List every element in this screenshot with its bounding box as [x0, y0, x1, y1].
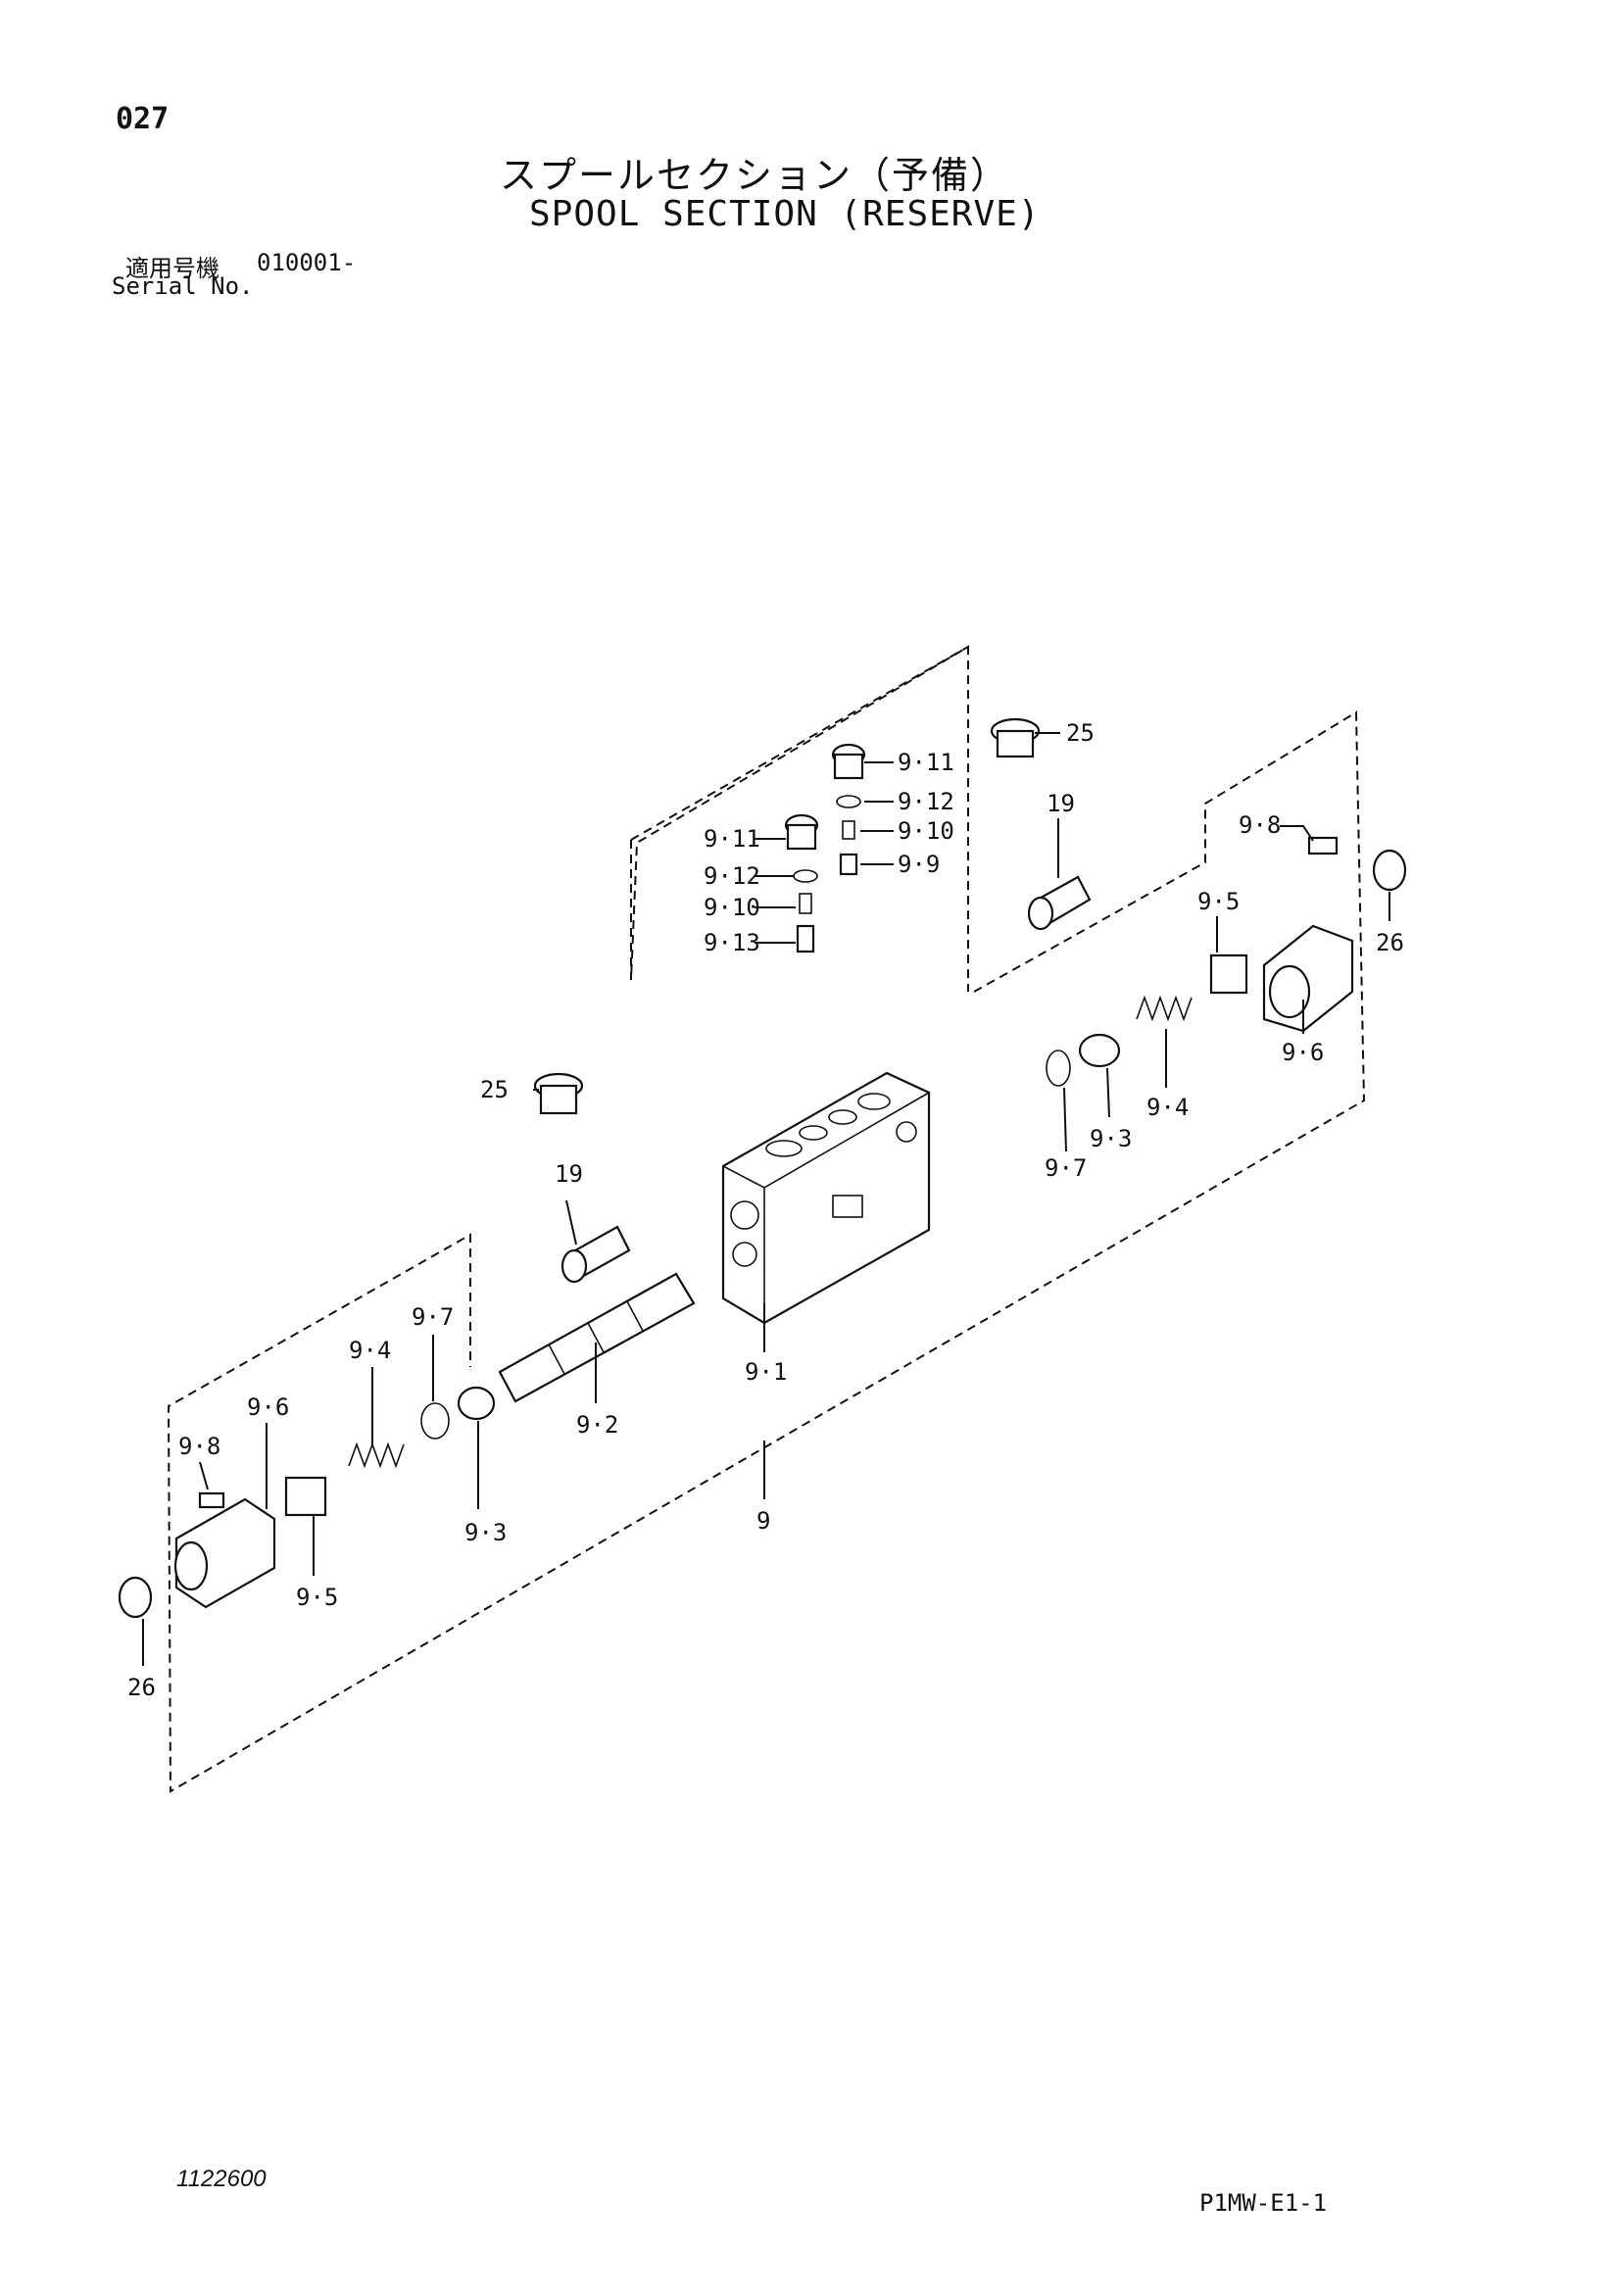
- callout-label: 9·13: [704, 929, 760, 956]
- serial-label-english: Serial No.: [112, 272, 254, 300]
- serial-label-japanese: 適用号機: [125, 255, 219, 282]
- check-valve-stack-left: [784, 813, 819, 953]
- callout-label: 9·3: [464, 1519, 507, 1546]
- callout-label: 9·12: [898, 788, 954, 815]
- valve-body-part: [721, 1071, 931, 1325]
- end-cap-part-right: [1262, 924, 1354, 1033]
- spool-end-part-right: [1078, 1033, 1121, 1068]
- callout-label: 26: [1376, 929, 1404, 956]
- spring-seat-part-right: [1209, 953, 1248, 995]
- cap-part-left: [118, 1576, 153, 1619]
- callout-label: 9·6: [247, 1393, 289, 1421]
- callout-label: 25: [1066, 719, 1095, 747]
- check-valve-stack-right: [831, 743, 866, 876]
- callout-label: 9·10: [898, 817, 954, 845]
- o-ring-part-left: [420, 1402, 450, 1440]
- serial-range: 010001-: [257, 249, 357, 276]
- callout-label: 9·8: [178, 1433, 220, 1460]
- callout-label: 9·11: [704, 825, 760, 853]
- callout-label: 9·10: [704, 894, 760, 921]
- callout-label: 25: [480, 1076, 509, 1103]
- fitting-part-left: [560, 1225, 631, 1284]
- spring-part-left: [348, 1441, 405, 1469]
- callout-label: 9·1: [745, 1358, 787, 1386]
- cap-part-right: [1372, 849, 1407, 892]
- callout-label: 9: [756, 1507, 770, 1535]
- callout-label: 9·11: [898, 749, 954, 776]
- callout-label: 9·12: [704, 862, 760, 890]
- o-ring-part-right: [1046, 1050, 1071, 1087]
- callout-label: 9·5: [1197, 888, 1240, 915]
- callout-label: 9·4: [349, 1337, 391, 1364]
- spring-part-right: [1136, 995, 1193, 1022]
- callout-label: 9·7: [412, 1303, 454, 1331]
- spring-seat-part-left: [284, 1476, 327, 1517]
- callout-label: 19: [555, 1160, 583, 1188]
- callout-label: 9·6: [1282, 1039, 1324, 1066]
- leader-lines: [142, 732, 1390, 1666]
- callout-label: 9·5: [296, 1584, 338, 1611]
- callout-label: 19: [1047, 790, 1075, 817]
- callout-label: 9·3: [1090, 1125, 1132, 1152]
- page-number: 027: [116, 102, 170, 136]
- upper-group-outline-2: [630, 646, 969, 841]
- plug-part-left: [533, 1072, 584, 1115]
- spool-part: [498, 1272, 696, 1403]
- drawing-number: 1122600: [176, 2166, 267, 2192]
- plug-part-top: [990, 717, 1041, 758]
- spool-end-part-left: [457, 1386, 496, 1421]
- callout-label: 9·9: [898, 851, 940, 878]
- callout-labels: 9·11 9·12 9·10 9·9 9·11 9·12 9·10 9·13 2…: [127, 719, 1404, 1701]
- callout-label: 9·8: [1239, 811, 1281, 839]
- fitting-part-top: [1027, 875, 1092, 931]
- sheet-code: P1MW-E1-1: [1199, 2189, 1328, 2217]
- right-group-outline: [167, 710, 1366, 1793]
- end-cap-part-left: [173, 1497, 276, 1609]
- upper-group-outline: [630, 645, 969, 992]
- callout-label: 26: [127, 1674, 156, 1701]
- callout-label: 9·7: [1045, 1154, 1087, 1182]
- title-english: SPOOL SECTION (RESERVE): [529, 194, 1041, 234]
- bolt-part-right: [1307, 836, 1339, 855]
- bolt-part-left: [198, 1491, 225, 1509]
- callout-label: 9·2: [576, 1411, 618, 1439]
- callout-label: 9·4: [1146, 1094, 1189, 1121]
- title-japanese: スプールセクション（予備）: [500, 154, 1010, 197]
